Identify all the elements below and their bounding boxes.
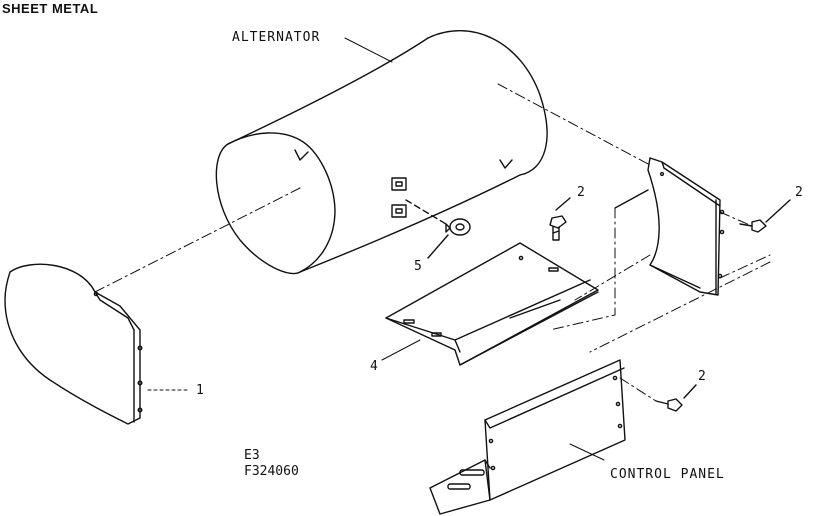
callout-leaders (147, 37, 605, 461)
side-bracket (614, 157, 725, 296)
control-panel (429, 359, 626, 515)
part-2-screw-panel (655, 384, 697, 412)
callout-2-top: 2 (577, 185, 585, 200)
callout-2-right: 2 (795, 185, 803, 200)
alternator-cylinder (215, 30, 548, 275)
alternator-terminal-block (391, 177, 407, 218)
callout-1: 1 (196, 383, 204, 398)
part-1-end-cover (4, 263, 143, 425)
part-2-screw-top (549, 197, 571, 241)
drawing-code-line-2: F324060 (244, 464, 299, 479)
label-alternator: ALTERNATOR (232, 30, 321, 45)
assembly-centerlines (94, 83, 771, 402)
part-5-fitting (405, 199, 471, 259)
part-2-screw-right (739, 199, 791, 233)
label-control-panel: CONTROL PANEL (610, 467, 725, 482)
part-4-bracket (385, 242, 599, 366)
callout-4: 4 (370, 359, 378, 374)
callout-5: 5 (414, 259, 422, 274)
page-title: SHEET METAL (2, 1, 99, 16)
callout-2-panel: 2 (698, 369, 706, 384)
drawing-code-line-1: E3 (244, 448, 260, 463)
